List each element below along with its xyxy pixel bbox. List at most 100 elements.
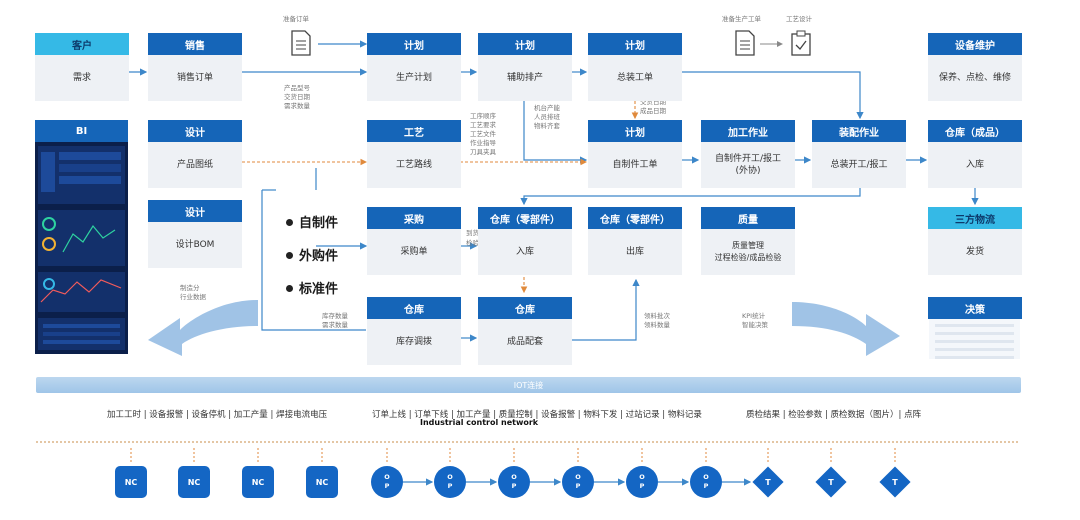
note-inspection: 到货 检验 — [466, 229, 479, 247]
note-stock-info: 库存数量 需求数量 — [322, 312, 348, 329]
arrow-kitting-out — [572, 278, 640, 341]
card-head: 计划 — [588, 120, 682, 142]
signals-group-1: 加工工时 | 设备报警 | 设备停机 | 加工产量 | 焊接电流电压 — [107, 410, 328, 420]
test-terminal[interactable]: T — [752, 466, 784, 498]
arrow-assembly-work — [682, 71, 864, 120]
note-material-info: 领料批次 领料数量 — [644, 312, 670, 329]
card-quality[interactable]: 质量 质量管理 过程检验/成品检验 — [701, 207, 795, 275]
card-body: 产品图纸 — [148, 142, 242, 188]
nc-device[interactable]: NC — [115, 466, 147, 498]
card-wh-transfer[interactable]: 仓库 库存调拨 — [367, 297, 461, 365]
signals-group-3: 质检结果 | 检验参数 | 质检数据（图片）| 点阵 — [746, 410, 922, 420]
parts-label: 外购件 — [299, 249, 339, 264]
bullet-icon — [286, 285, 293, 292]
work-order-document-icon — [735, 30, 755, 56]
card-head: 仓库 — [367, 297, 461, 319]
card-purchase[interactable]: 采购 采购单 — [367, 207, 461, 275]
card-plan-scheduling[interactable]: 计划 辅助排产 — [478, 33, 572, 101]
card-wh-kitting[interactable]: 仓库 成品配套 — [478, 297, 572, 365]
decision-arrow — [792, 302, 900, 356]
test-terminal[interactable]: T — [815, 466, 847, 498]
card-head: 仓库（成品） — [928, 120, 1022, 142]
arrow-schedule-parts — [523, 96, 588, 164]
card-body: 设计BOM — [148, 222, 242, 268]
card-head: 工艺 — [367, 120, 461, 142]
decision-dashboard-thumbnail — [929, 319, 1020, 359]
bi-panel[interactable]: BI — [35, 120, 128, 354]
nc-device[interactable]: NC — [178, 466, 210, 498]
card-body: 自制件开工/报工 (外协) — [701, 142, 795, 188]
parts-item-purchased: 外购件 — [286, 245, 338, 264]
card-process[interactable]: 工艺 工艺路线 — [367, 120, 461, 188]
order-document-icon — [291, 30, 311, 56]
card-head: 质量 — [701, 207, 795, 229]
card-design-product[interactable]: 设计 产品图纸 — [148, 120, 242, 188]
card-head: 设备维护 — [928, 33, 1022, 55]
card-body: 质量管理 过程检验/成品检验 — [701, 229, 795, 275]
network-label: Industrial control network — [420, 418, 539, 427]
card-head: 仓库 — [478, 297, 572, 319]
card-body: 销售订单 — [148, 55, 242, 101]
card-machining[interactable]: 加工作业 自制件开工/报工 (外协) — [701, 120, 795, 188]
clipboard-icon — [791, 30, 811, 56]
card-plan-parts[interactable]: 计划 自制件工单 — [588, 120, 682, 188]
card-head: 装配作业 — [812, 120, 906, 142]
card-body: 出库 — [588, 229, 682, 275]
test-terminal[interactable]: T — [879, 466, 911, 498]
card-body: 生产计划 — [367, 55, 461, 101]
card-design-bom[interactable]: 设计 设计BOM — [148, 200, 242, 268]
card-head: 销售 — [148, 33, 242, 55]
card-body: 发货 — [928, 229, 1022, 275]
card-logistics[interactable]: 三方物流 发货 — [928, 207, 1022, 275]
note-process-items: 工序顺序 工艺要求 工艺文件 作业指导 刀具夹具 — [470, 112, 496, 156]
note-prep-order: 准备订单 — [283, 15, 309, 23]
card-head: 仓库（零部件） — [588, 207, 682, 229]
arrow-assembly-feedback — [520, 184, 861, 206]
card-body: 采购单 — [367, 229, 461, 275]
note-kpi: KPI统计 智能决策 — [742, 312, 768, 329]
card-body: 保养、点检、维修 — [928, 55, 1022, 101]
card-plan-production[interactable]: 计划 生产计划 — [367, 33, 461, 101]
card-head: 三方物流 — [928, 207, 1022, 229]
card-maintenance[interactable]: 设备维护 保养、点检、维修 — [928, 33, 1022, 101]
card-body: 入库 — [478, 229, 572, 275]
iot-label: IOT连接 — [513, 380, 544, 390]
card-head: 决策 — [928, 297, 1022, 319]
bi-title: BI — [35, 120, 128, 142]
card-body: 总装工单 — [588, 55, 682, 101]
signals-group-2: 订单上线 | 订单下线 | 加工产量 | 质量控制 | 设备报警 | 物料下发 … — [372, 410, 702, 420]
bullet-icon — [286, 252, 293, 259]
note-delivery-info: 交货日期 成品日期 — [640, 98, 666, 115]
nc-device[interactable]: NC — [306, 466, 338, 498]
card-body: 需求 — [35, 55, 129, 101]
card-wh-parts-in[interactable]: 仓库（零部件） 入库 — [478, 207, 572, 275]
card-body: 总装开工/报工 — [812, 142, 906, 188]
card-decision[interactable]: 决策 — [928, 297, 1022, 319]
nc-device[interactable]: NC — [242, 466, 274, 498]
card-customer[interactable]: 客户 需求 — [35, 33, 129, 101]
card-body: 自制件工单 — [588, 142, 682, 188]
parts-label: 自制件 — [299, 216, 339, 231]
card-head: 加工作业 — [701, 120, 795, 142]
bi-feedback-arrow — [148, 300, 258, 356]
card-assembly-work[interactable]: 装配作业 总装开工/报工 — [812, 120, 906, 188]
card-head: 计划 — [478, 33, 572, 55]
card-sales[interactable]: 销售 销售订单 — [148, 33, 242, 101]
card-body: 库存调拨 — [367, 319, 461, 365]
card-plan-assembly[interactable]: 计划 总装工单 — [588, 33, 682, 101]
card-body: 成品配套 — [478, 319, 572, 365]
card-head: 采购 — [367, 207, 461, 229]
card-warehouse-finished[interactable]: 仓库（成品） 入库 — [928, 120, 1022, 188]
note-bi-feedback: 制造分 行业数据 — [180, 284, 206, 301]
note-product-info: 产品型号 交货日期 需求数量 — [284, 84, 310, 110]
card-head: 仓库（零部件） — [478, 207, 572, 229]
card-wh-parts-out[interactable]: 仓库（零部件） 出库 — [588, 207, 682, 275]
